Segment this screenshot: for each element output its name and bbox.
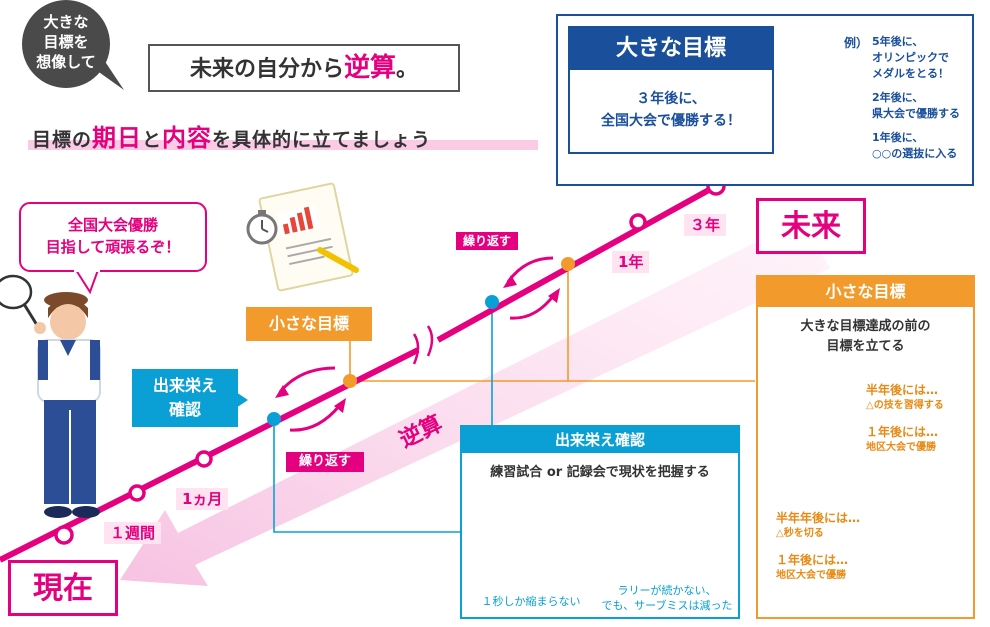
subtitle-part-c: を具体的に立てましょう	[212, 129, 432, 151]
example-1-line-2: オリンピックで	[872, 51, 949, 64]
check-caption-right-line-2: でも、サーブミスは減った	[601, 599, 733, 612]
small-goal-panel: 小さな目標 大きな目標達成の前の 目標を立てる 半年後には… △の技を習得する …	[756, 275, 975, 619]
speech-bubble-tail	[74, 269, 100, 295]
check-tag: 出来栄え 確認	[132, 369, 238, 427]
week-label: １週間	[104, 522, 162, 544]
check-caption-right: ラリーが続かない、 でも、サーブミスは減った	[594, 583, 740, 613]
header-bubble-text: 大きな 目標を 想像して	[22, 12, 110, 72]
example-1-line-1: 5年後に、	[872, 35, 924, 48]
big-goal-body-line-2: 全国大会で優勝する！	[601, 113, 741, 129]
check-tag-line-1: 出来栄え	[152, 376, 217, 395]
node-week	[128, 484, 146, 502]
item-3-line-1: 半年年後には…	[776, 511, 861, 525]
big-goal-body-line-1: ３年後に、	[636, 91, 706, 107]
header-bubble-tail	[96, 60, 124, 90]
check-tag-pointer	[236, 392, 248, 408]
check-panel-body: 練習試合 or 記録会で現状を把握する	[490, 465, 710, 480]
item-2-line-1: １年後には…	[866, 425, 939, 439]
subtitle-part-b: と	[142, 129, 163, 151]
example-3-line-2: ○○の選抜に入る	[872, 147, 958, 160]
node-small-goal	[343, 374, 357, 388]
speech-text: 全国大会優勝 目指して頑張るぞ！	[24, 214, 202, 258]
now-label: 現在	[8, 560, 118, 616]
small-goal-body-line-2: 目標を立てる	[826, 339, 905, 354]
example-2-line-2: 県大会で優勝する	[872, 107, 960, 120]
item-2-line-2: 地区大会で優勝	[866, 442, 936, 453]
title-emphasis: 逆算	[343, 53, 396, 83]
header-bubble	[22, 0, 110, 88]
item-4-line-1: １年後には…	[776, 553, 849, 567]
item-1-line-1: 半年後には…	[866, 383, 939, 397]
title-post: 。	[396, 57, 419, 82]
header-bubble-line-1: 大きな	[43, 13, 89, 31]
subtitle-underline	[28, 140, 538, 150]
big-goal-title: 大きな目標	[570, 28, 772, 70]
header-bubble-line-2: 目標を	[43, 33, 89, 51]
subtitle-part-a: 目標の	[32, 129, 93, 151]
repeat-arrows	[275, 256, 560, 432]
small-goal-item-2: １年後には… 地区大会で優勝	[866, 425, 974, 455]
node-month	[195, 450, 213, 468]
clipboard-icon	[246, 182, 359, 292]
header-bubble-line-3: 想像して	[36, 53, 96, 71]
node-small-goal-2	[561, 257, 575, 271]
example-2-line-1: 2年後に、	[872, 91, 924, 104]
speech-bubble	[19, 202, 207, 272]
connector-lines	[273, 264, 755, 533]
big-goal-card: 大きな目標 ３年後に、 全国大会で優勝する！	[568, 26, 774, 154]
small-goal-panel-body: 大きな目標達成の前の 目標を立てる	[758, 317, 973, 357]
repeat-tag-right: 繰り返す	[456, 232, 518, 250]
small-goal-tag: 小さな目標	[246, 307, 372, 341]
repeat-tag-left: 繰り返す	[286, 452, 364, 472]
future-label: 未来	[756, 198, 866, 254]
example-label: 例）	[844, 36, 869, 50]
example-1-line-3: メダルをとる！	[872, 67, 949, 80]
check-caption-right-line-1: ラリーが続かない、	[617, 584, 717, 597]
small-goal-item-3: 半年年後には… △秒を切る	[776, 511, 884, 541]
example-list: 5年後に、 オリンピックで メダルをとる！ 2年後に、 県大会で優勝する 1年後…	[872, 34, 972, 162]
node-1year	[629, 213, 647, 231]
year1-label: 1年	[612, 251, 650, 273]
item-3-line-2: △秒を切る	[776, 528, 824, 539]
check-panel: 出来栄え確認 練習試合 or 記録会で現状を把握する １秒しか縮まらない ラリー…	[460, 425, 740, 619]
node-now	[54, 525, 74, 545]
big-goal-body: ３年後に、 全国大会で優勝する！	[570, 88, 772, 132]
year3-label: ３年	[684, 214, 727, 236]
subtitle: 目標の期日と内容を具体的に立てましょう	[32, 118, 542, 153]
node-check-2	[485, 295, 499, 309]
speech-line-2: 目指して頑張るぞ！	[45, 238, 181, 256]
item-4-line-2: 地区大会で優勝	[776, 570, 846, 581]
example-3-line-1: 1年後に、	[872, 131, 924, 144]
subtitle-emphasis-2: 内容	[162, 124, 213, 152]
small-goal-item-1: 半年後には… △の技を習得する	[866, 383, 974, 413]
node-check-1	[267, 412, 281, 426]
check-panel-title: 出来栄え確認	[462, 427, 738, 453]
reverse-arrow	[120, 220, 830, 586]
subtitle-emphasis-1: 期日	[92, 124, 143, 152]
speech-line-1: 全国大会優勝	[67, 216, 158, 234]
check-caption-left: １秒しか縮まらない	[481, 595, 581, 608]
check-tag-line-2: 確認	[168, 400, 201, 419]
small-goal-panel-title: 小さな目標	[758, 277, 973, 307]
title-pre: 未来の自分から	[189, 57, 344, 82]
month-label: 1ヵ月	[176, 488, 229, 510]
big-goal-panel: 大きな目標 ３年後に、 全国大会で優勝する！ 例） 5年後に、 オリンピックで …	[556, 14, 974, 186]
small-goal-item-4: １年後には… 地区大会で優勝	[776, 553, 884, 583]
girl-illustration	[0, 274, 101, 518]
item-1-line-2: △の技を習得する	[866, 400, 944, 411]
small-goal-body-line-1: 大きな目標達成の前の	[800, 319, 931, 334]
page-title: 未来の自分から逆算。	[148, 44, 460, 92]
